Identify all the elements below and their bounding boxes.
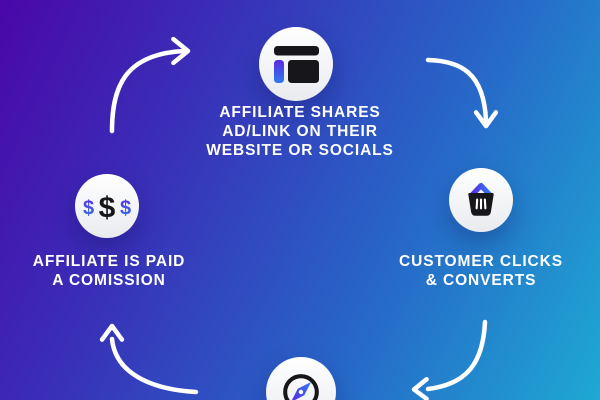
caption-line: AD/LINK ON THEIR bbox=[222, 123, 378, 140]
caption-affiliate-shares: AFFILIATE SHARES AD/LINK ON THEIR WEBSIT… bbox=[170, 103, 430, 160]
curved-arrow-top-left bbox=[109, 36, 191, 134]
curved-arrow-bottom-right bbox=[411, 319, 488, 400]
node-circle-customer-converts bbox=[449, 168, 513, 232]
browser-layout-icon bbox=[273, 45, 319, 83]
caption-line: AFFILIATE IS PAID bbox=[32, 253, 186, 270]
basket-icon bbox=[468, 182, 494, 216]
dollar-sign-left: $ bbox=[83, 198, 94, 220]
curved-arrow-top-right bbox=[425, 57, 499, 129]
caption-line: WEBSITE OR SOCIALS bbox=[206, 142, 394, 159]
caption-affiliate-paid: AFFILIATE IS PAID A COMISSION bbox=[0, 252, 218, 290]
caption-line: CUSTOMER CLICKS bbox=[399, 253, 563, 270]
node-circle-affiliate-paid: $ $ $ bbox=[75, 174, 139, 238]
node-circle-affiliate-shares bbox=[259, 27, 333, 101]
dollar-sign-middle: $ bbox=[99, 192, 116, 225]
dollar-icon: $ $ $ bbox=[83, 192, 131, 225]
caption-line: AFFILIATE SHARES bbox=[219, 104, 381, 121]
caption-customer-converts: CUSTOMER CLICKS & CONVERTS bbox=[371, 252, 591, 290]
caption-line: A COMISSION bbox=[52, 272, 166, 289]
compass-icon bbox=[283, 374, 319, 400]
dollar-sign-right: $ bbox=[120, 198, 131, 220]
caption-line: & CONVERTS bbox=[425, 272, 537, 289]
curved-arrow-bottom-left bbox=[99, 323, 199, 395]
